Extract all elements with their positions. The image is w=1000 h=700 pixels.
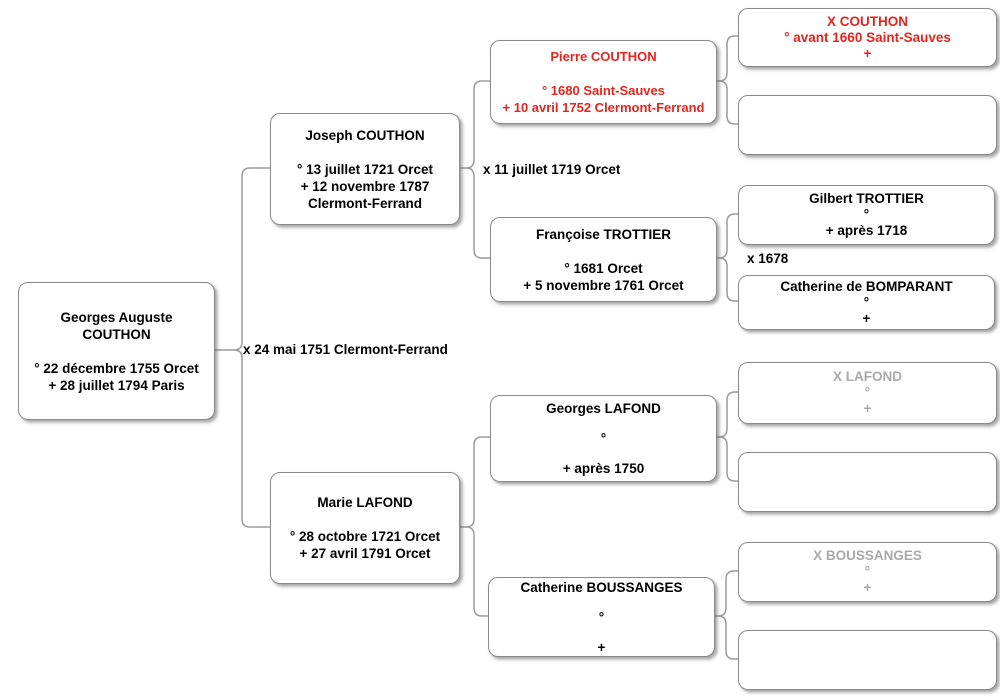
person-name-line: Georges LAFOND (546, 401, 661, 416)
death-line: + (863, 580, 872, 595)
death-line: + (863, 401, 872, 416)
spacer-line (489, 625, 714, 640)
spacer-line (491, 243, 716, 260)
connector-brace (458, 80, 490, 259)
person-name-line: Marie LAFOND (317, 495, 413, 510)
birth-line: ° (600, 431, 607, 446)
connector-brace (458, 436, 490, 617)
birth-line: ° 13 juillet 1721 Orcet (297, 161, 433, 177)
person-box-pierre-couthon[interactable]: Pierre COUTHON ° 1680 Saint-Sauves + 10 … (490, 40, 717, 124)
death-line: + après 1750 (562, 461, 645, 476)
marriage-label-couthon-lafond: x 24 mai 1751 Clermont-Ferrand (243, 342, 448, 357)
person-box-x-boussanges[interactable]: X BOUSSANGES ° + (738, 542, 997, 602)
person-box-x-couthon[interactable]: X COUTHON ° avant 1660 Saint-Sauves + (738, 8, 997, 67)
person-box-x-lafond[interactable]: X LAFOND ° + (738, 362, 997, 424)
marriage-label-couthon-trottier: x 11 juillet 1719 Orcet (483, 162, 621, 177)
birth-line: ° (864, 564, 871, 579)
person-name-line: Gilbert TROTTIER (809, 191, 924, 206)
spacer-line (271, 144, 459, 161)
person-box-empty-3[interactable] (738, 630, 997, 690)
birth-line: ° (864, 385, 871, 400)
death-line: + après 1718 (825, 223, 908, 238)
connector-brace (713, 570, 738, 660)
death-line: + 5 novembre 1761 Orcet (523, 277, 684, 293)
spacer-line (491, 416, 716, 431)
death-line: + (862, 310, 871, 326)
person-name-line: COUTHON (82, 326, 151, 342)
birth-line: ° (863, 207, 870, 222)
person-name-line: X COUTHON (827, 13, 908, 29)
person-name-line: Catherine BOUSSANGES (520, 579, 683, 595)
spacer-line (489, 595, 714, 610)
spacer-line (19, 343, 214, 360)
person-name-line: Joseph COUTHON (305, 127, 425, 143)
death-line: + 28 juillet 1794 Paris (48, 377, 185, 393)
birth-line: ° 1680 Saint-Sauves (542, 83, 665, 98)
connector-brace (213, 167, 270, 528)
person-box-marie-lafond[interactable]: Marie LAFOND ° 28 octobre 1721 Orcet + 2… (270, 472, 460, 584)
person-name-line: X LAFOND (833, 369, 902, 384)
person-name-line: Pierre COUTHON (550, 49, 657, 64)
death-line: + 12 novembre 1787 (300, 178, 430, 194)
birth-line: ° avant 1660 Saint-Sauves (784, 29, 951, 45)
person-box-catherine-de-bomparant[interactable]: Catherine de BOMPARANT ° + (738, 275, 995, 330)
connector-brace (715, 391, 738, 482)
connector-brace (715, 213, 738, 302)
death-line: + (863, 45, 872, 61)
death-place-line: Clermont-Ferrand (307, 195, 422, 211)
death-line: + (597, 639, 606, 655)
birth-line: ° 28 octobre 1721 Orcet (289, 529, 441, 544)
person-name-line: Georges Auguste (60, 309, 173, 325)
death-line: + 10 avril 1752 Clermont-Ferrand (502, 100, 705, 115)
person-box-francoise-trottier[interactable]: Françoise TROTTIER ° 1681 Orcet + 5 nove… (490, 217, 717, 302)
spacer-line (491, 446, 716, 461)
marriage-label-trottier-bomparant: x 1678 (747, 251, 789, 266)
spacer-line (271, 511, 459, 528)
person-box-georges-lafond[interactable]: Georges LAFOND ° + après 1750 (490, 395, 717, 482)
spacer-line (491, 65, 716, 82)
person-box-gilbert-trottier[interactable]: Gilbert TROTTIER ° + après 1718 (738, 185, 995, 245)
person-box-empty-1[interactable] (738, 95, 997, 155)
birth-line: ° 22 décembre 1755 Orcet (34, 360, 199, 376)
birth-line: ° (863, 294, 870, 310)
connector-brace (715, 35, 738, 125)
person-box-joseph-couthon[interactable]: Joseph COUTHON ° 13 juillet 1721 Orcet +… (270, 113, 460, 225)
person-box-catherine-boussanges[interactable]: Catherine BOUSSANGES ° + (488, 577, 715, 657)
person-name-line: Catherine de BOMPARANT (780, 278, 953, 294)
death-line: + 27 avril 1791 Orcet (299, 546, 431, 561)
person-box-georges-auguste-couthon[interactable]: Georges Auguste COUTHON ° 22 décembre 17… (18, 282, 215, 420)
birth-line: ° 1681 Orcet (564, 260, 643, 276)
person-name-line: Françoise TROTTIER (535, 226, 672, 242)
birth-line: ° (598, 609, 605, 625)
person-box-empty-2[interactable] (738, 452, 997, 512)
person-name-line: X BOUSSANGES (813, 548, 922, 563)
